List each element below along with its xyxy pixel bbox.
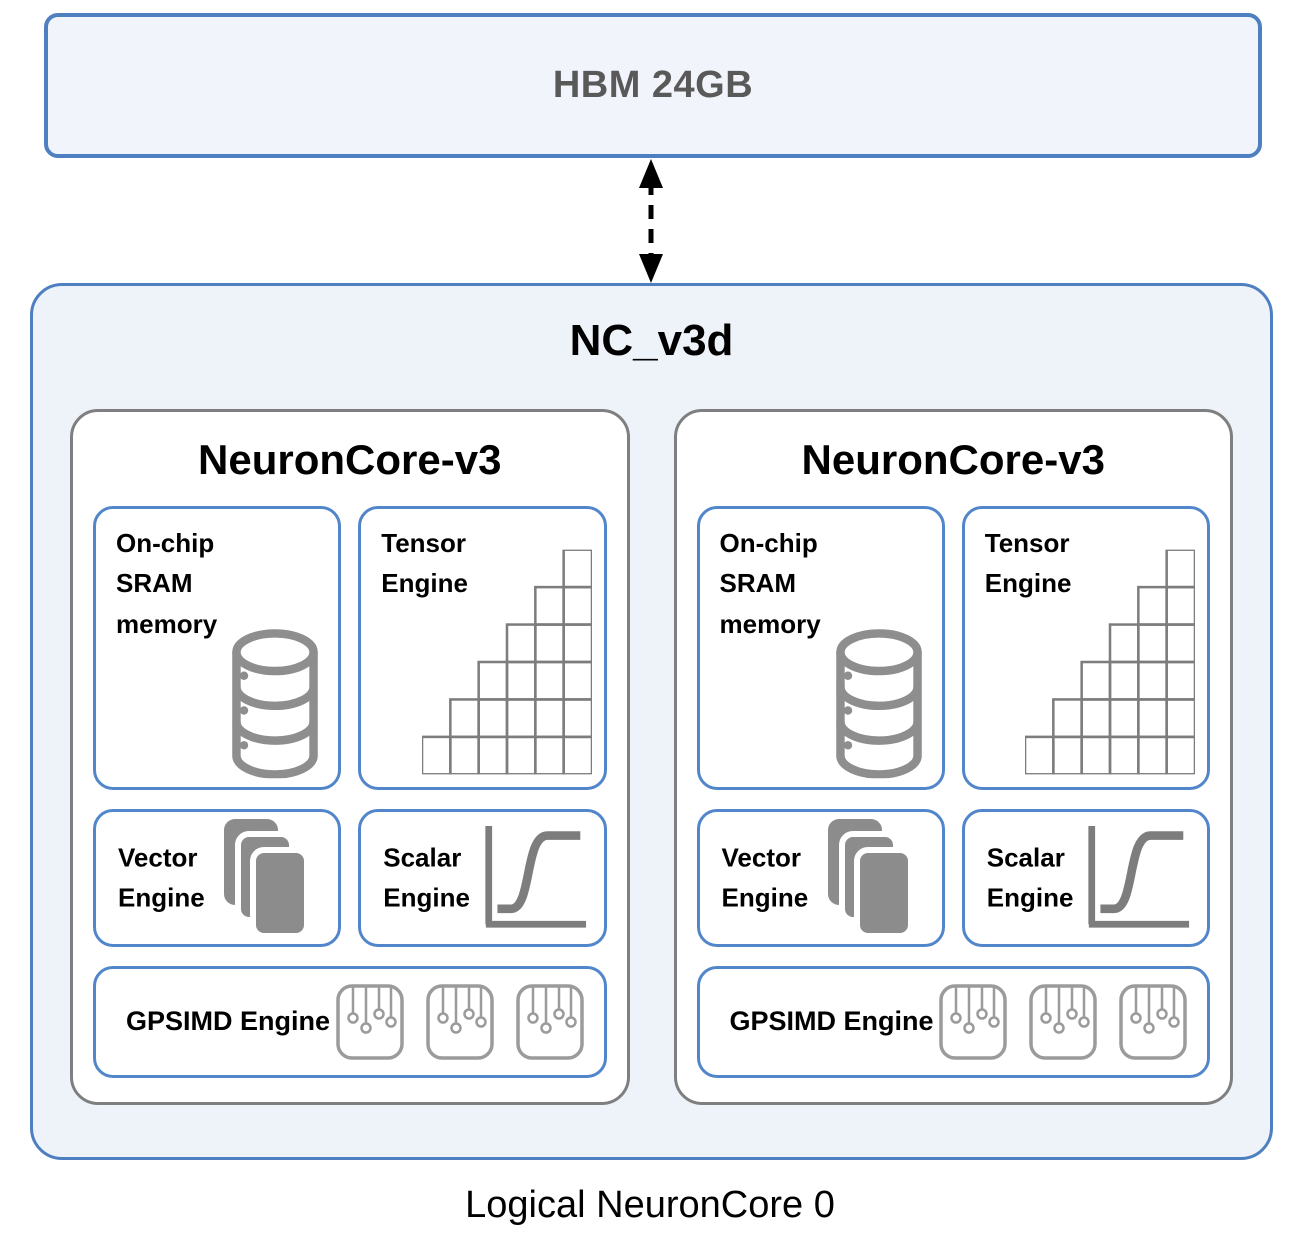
neuroncore-title: NeuronCore-v3 — [801, 436, 1105, 483]
nc-v3d-panel: NC_v3d NeuronCore-v3 On-chip SRAM memory… — [30, 283, 1273, 1160]
tensor-engine-box: Tensor Engine — [358, 506, 607, 790]
tensor-label: Tensor Engine — [984, 528, 1072, 599]
simd-pins-icon-group — [939, 984, 1187, 1060]
scalar-engine-box: Scalar Engine — [961, 809, 1210, 947]
sram-memory-box: On-chip SRAM memory — [696, 506, 945, 790]
cores-row: NeuronCore-v3 On-chip SRAM memory Tensor… — [70, 409, 1233, 1105]
database-icon — [228, 627, 322, 779]
hbm-box: HBM 24GB — [44, 13, 1262, 158]
bidirectional-dashed-arrow-icon — [639, 159, 663, 283]
neuroncore-box-0: NeuronCore-v3 On-chip SRAM memory Tensor… — [70, 409, 630, 1105]
simd-pins-icon — [1119, 984, 1187, 1060]
vector-engine-box: Vector Engine — [696, 809, 945, 947]
gpsimd-engine-box: GPSIMD Engine — [696, 966, 1210, 1078]
simd-pins-icon — [939, 984, 1007, 1060]
stacked-cards-icon — [222, 816, 312, 940]
vector-label: Vector Engine — [118, 842, 205, 913]
scalar-label: Scalar Engine — [383, 842, 470, 913]
tensor-label: Tensor Engine — [381, 528, 468, 599]
scalar-engine-box: Scalar Engine — [358, 809, 607, 947]
simd-pins-icon — [426, 984, 494, 1060]
neuroncore-title: NeuronCore-v3 — [198, 436, 502, 483]
sram-label: On-chip SRAM memory — [116, 528, 218, 639]
gpsimd-label: GPSIMD Engine — [126, 1006, 331, 1037]
sram-memory-box: On-chip SRAM memory — [93, 506, 342, 790]
matrix-staircase-icon — [1025, 549, 1195, 775]
hbm-label: HBM 24GB — [552, 64, 754, 106]
simd-pins-icon — [516, 984, 584, 1060]
gpsimd-label: GPSIMD Engine — [729, 1006, 934, 1037]
vector-label: Vector Engine — [721, 842, 809, 913]
database-icon — [832, 627, 926, 779]
simd-pins-icon — [336, 984, 404, 1060]
vector-engine-box: Vector Engine — [93, 809, 342, 947]
sram-label: On-chip SRAM memory — [719, 528, 821, 639]
tensor-engine-box: Tensor Engine — [961, 506, 1210, 790]
stacked-cards-icon — [826, 816, 916, 940]
scalar-label: Scalar Engine — [986, 842, 1074, 913]
sigmoid-curve-icon — [1085, 823, 1191, 933]
simd-pins-icon — [1029, 984, 1097, 1060]
gpsimd-engine-box: GPSIMD Engine — [93, 966, 607, 1078]
neuroncore-box-1: NeuronCore-v3 On-chip SRAM memory Tensor… — [673, 409, 1233, 1105]
nc-v3d-title: NC_v3d — [569, 316, 734, 365]
engine-grid: On-chip SRAM memory Tensor Engine Vector… — [696, 506, 1210, 1078]
sigmoid-curve-icon — [482, 823, 588, 933]
simd-pins-icon-group — [336, 984, 584, 1060]
logical-neuroncore-caption: Logical NeuronCore 0 — [465, 1184, 835, 1226]
engine-grid: On-chip SRAM memory Tensor Engine Vector… — [93, 506, 607, 1078]
matrix-staircase-icon — [422, 549, 592, 775]
